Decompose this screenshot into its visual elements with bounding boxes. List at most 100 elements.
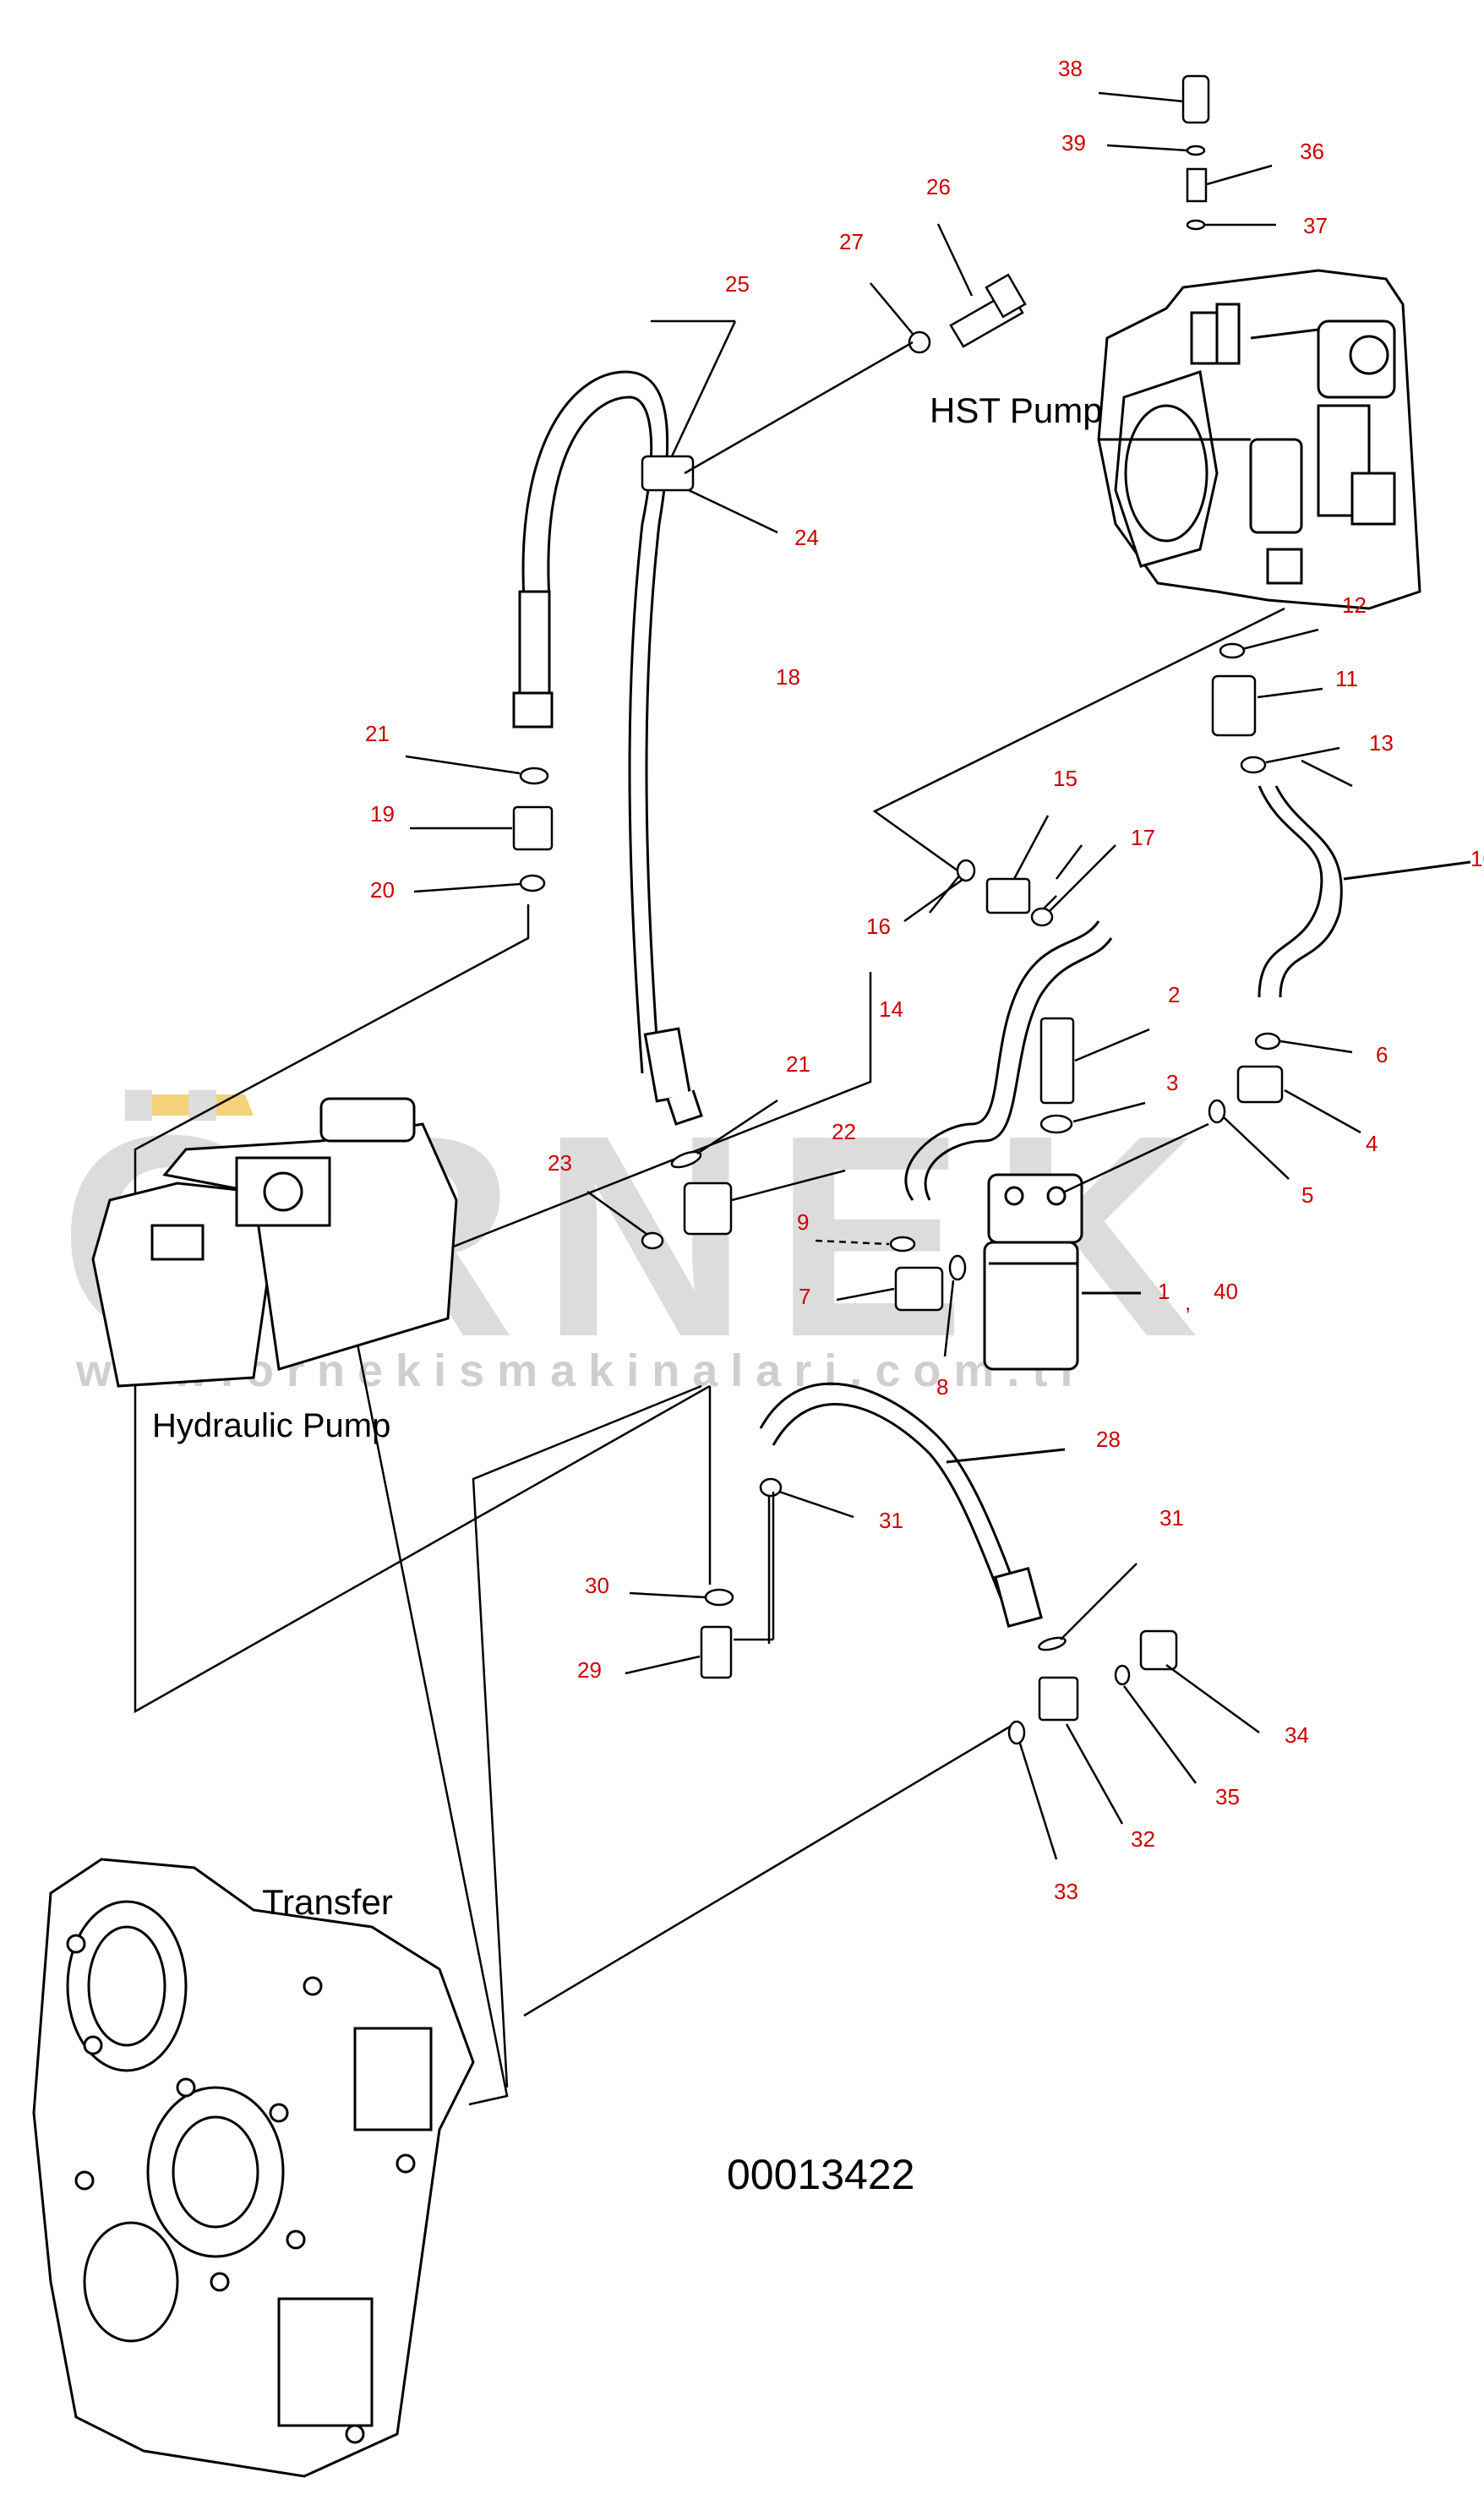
callout-4: 4	[1366, 1131, 1378, 1156]
callout-25: 25	[725, 271, 750, 297]
part-20-o-ring	[519, 874, 546, 892]
transfer-case	[32, 1858, 475, 2478]
callout-9: 9	[797, 1209, 809, 1235]
part-19-fitting	[512, 805, 554, 851]
callout-21b: 21	[786, 1051, 810, 1077]
callout-1: 1	[1158, 1279, 1170, 1304]
callout-11: 11	[1335, 666, 1358, 691]
callout-8: 8	[936, 1374, 948, 1400]
leader-27	[684, 341, 914, 475]
callout-17: 17	[1131, 825, 1155, 850]
callout-28: 28	[1096, 1427, 1121, 1452]
callout-14: 14	[879, 996, 903, 1022]
hst-pump-assembly	[1097, 269, 1421, 610]
part-22-elbow	[683, 1182, 733, 1236]
callout-3: 3	[1166, 1070, 1178, 1095]
callout-5: 5	[1301, 1182, 1313, 1208]
diagram-id: 00013422	[727, 2151, 914, 2198]
parts-2-3	[1039, 1017, 1150, 1134]
callout-19: 19	[370, 801, 395, 827]
hose-14	[904, 920, 1113, 1201]
part-15-fitting	[985, 877, 1031, 914]
part-31-o-ring-a	[759, 1477, 783, 1498]
hose-28	[759, 1382, 1066, 1628]
part-12-o-ring	[1219, 642, 1246, 659]
part-4-elbow	[1236, 1065, 1284, 1104]
callout-24: 24	[794, 525, 819, 550]
callout-30: 30	[585, 1573, 609, 1598]
callout-27: 27	[839, 229, 864, 254]
hose-10	[1258, 785, 1471, 998]
part-23-o-ring	[641, 1231, 664, 1250]
part-5-o-ring	[1208, 1099, 1226, 1124]
hydraulic-pump	[91, 1097, 458, 1388]
watermark-accent	[135, 1094, 254, 1116]
callout-32: 32	[1131, 1826, 1155, 1852]
part-32-fitting	[1038, 1676, 1079, 1722]
callout-39: 39	[1061, 130, 1086, 156]
part-29-fitting	[700, 1625, 733, 1679]
part-8-o-ring	[948, 1254, 967, 1281]
callout-35: 35	[1215, 1784, 1240, 1809]
parts-29-35	[625, 1477, 1260, 1860]
part-33-o-ring	[1007, 1720, 1026, 1745]
callout-33: 33	[1054, 1879, 1078, 1904]
callout-numbers: 38 39 36 37 26 27 25 24 18 21 19 20 12 1…	[365, 56, 1484, 1904]
hst-pump-label: HST Pump	[930, 390, 1103, 430]
clamp-24	[641, 320, 778, 534]
part-9-o-ring	[889, 1236, 916, 1252]
parts-7-8-9-22-23	[587, 1099, 967, 1357]
part-13-o-ring	[1240, 756, 1267, 774]
callout-29: 29	[577, 1657, 602, 1683]
part-21-o-ring-b	[670, 1150, 702, 1169]
parts-19-20-21	[405, 755, 554, 893]
part-3-washer	[1039, 1114, 1073, 1134]
callout-26: 26	[926, 174, 951, 199]
callout-13: 13	[1369, 730, 1394, 756]
callout-37: 37	[1303, 213, 1328, 238]
callout-comma: ,	[1185, 1290, 1191, 1315]
callout-20: 20	[370, 877, 395, 903]
callout-34: 34	[1285, 1722, 1309, 1748]
parts-4-5-6-11-12-13	[1064, 628, 1361, 1193]
callout-15: 15	[1053, 766, 1078, 791]
callout-22: 22	[832, 1119, 856, 1144]
part-16-o-ring	[956, 859, 976, 882]
part-36-fitting	[1186, 167, 1208, 203]
transfer-label: Transfer	[262, 1882, 393, 1922]
part-35-o-ring	[1114, 1664, 1131, 1686]
callout-2: 2	[1168, 982, 1180, 1007]
callout-10: 10	[1470, 846, 1484, 871]
callout-18: 18	[776, 664, 800, 690]
part-39-o-ring	[1186, 145, 1206, 156]
callout-21a: 21	[365, 721, 390, 746]
part-30-o-ring	[704, 1588, 734, 1607]
callout-36: 36	[1300, 139, 1324, 164]
parts-38-39-36-37	[1098, 74, 1276, 231]
part-6-o-ring	[1254, 1032, 1281, 1051]
callout-16: 16	[866, 914, 891, 939]
parts-26-27	[870, 223, 1027, 354]
filter-1	[983, 1173, 1141, 1371]
callout-38: 38	[1058, 56, 1083, 81]
part-11-elbow	[1211, 674, 1257, 737]
part-2-bolt	[1039, 1017, 1075, 1105]
part-27-washer	[908, 330, 931, 354]
part-31-o-ring-b	[1038, 1636, 1067, 1651]
parts-15-16-17	[903, 815, 1116, 927]
part-17-o-ring	[1030, 907, 1054, 927]
callout-6: 6	[1376, 1042, 1388, 1067]
hydraulic-pump-label: Hydraulic Pump	[152, 1407, 390, 1444]
part-37-o-ring	[1186, 219, 1206, 231]
part-7-elbow	[894, 1266, 944, 1312]
callout-31b: 31	[1159, 1505, 1184, 1531]
part-21-o-ring	[519, 767, 549, 785]
part-38-grease-nipple	[1181, 74, 1210, 124]
callout-40: 40	[1214, 1279, 1238, 1304]
part-34-plug	[1139, 1629, 1178, 1671]
callout-31a: 31	[879, 1508, 903, 1533]
callout-12: 12	[1342, 592, 1367, 618]
callout-7: 7	[799, 1284, 810, 1309]
callout-23: 23	[548, 1150, 572, 1176]
